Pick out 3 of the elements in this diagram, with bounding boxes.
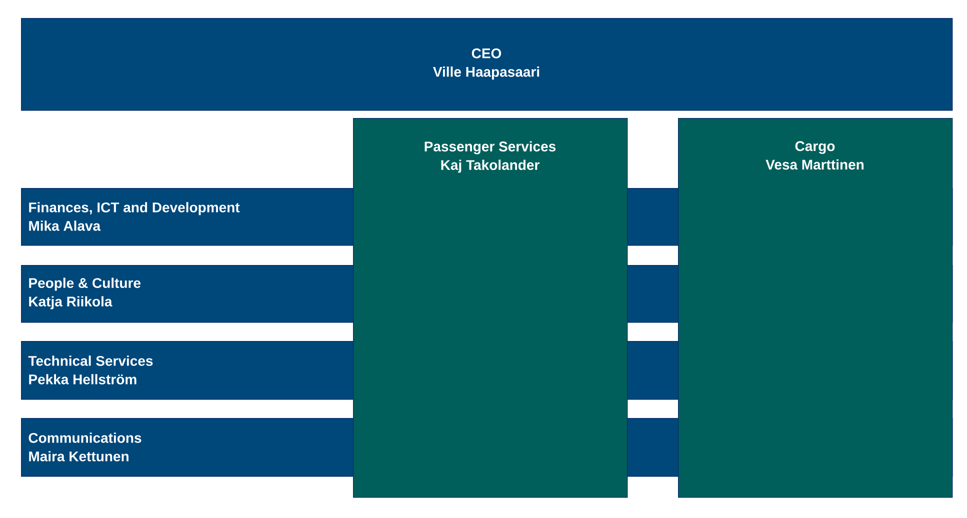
ceo-box: CEO Ville Haapasaari — [21, 18, 953, 111]
division-box: Cargo Vesa Marttinen — [678, 118, 953, 498]
division-box: Passenger Services Kaj Takolander — [353, 118, 628, 498]
